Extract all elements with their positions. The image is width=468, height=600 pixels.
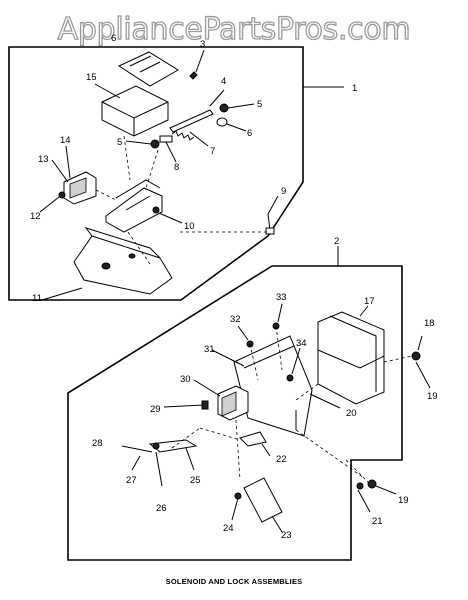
callout-24: 24	[223, 523, 234, 534]
callout-20: 20	[346, 408, 357, 419]
callout-27: 27	[126, 475, 137, 486]
callout-17: 17	[364, 296, 375, 307]
callout-7: 7	[210, 146, 215, 157]
callout-5: 5	[257, 99, 262, 110]
callout-19: 19	[398, 495, 409, 506]
callout-32: 32	[230, 314, 241, 325]
callout-11: 11	[32, 293, 42, 304]
callout-5: 5	[117, 137, 122, 148]
upper-assembly-outline	[8, 46, 304, 301]
callout-2: 2	[334, 236, 339, 247]
diagram-caption: SOLENOID AND LOCK ASSEMBLIES	[165, 577, 303, 586]
callout-25: 25	[190, 475, 201, 486]
callout-9: 9	[281, 186, 286, 197]
callout-3: 3	[200, 39, 205, 50]
callout-28: 28	[92, 438, 103, 449]
callout-21: 21	[372, 516, 383, 527]
callout-1: 1	[352, 83, 357, 94]
callout-8: 8	[174, 162, 179, 173]
callout-4: 4	[221, 76, 226, 87]
watermark: AppliancePartsPros.com	[57, 11, 411, 47]
callout-30: 30	[180, 374, 191, 385]
callout-labels: 1 2 3 4 5 5 6 6 7 8 9 10 11 12 13 14 15 …	[30, 33, 438, 541]
callout-15: 15	[86, 72, 97, 83]
lower-assembly-outline	[67, 265, 403, 561]
callout-6: 6	[247, 128, 252, 139]
callout-18: 18	[424, 318, 435, 329]
callout-19: 19	[427, 391, 438, 402]
callout-12: 12	[30, 211, 41, 222]
callout-26: 26	[156, 503, 167, 514]
callout-6: 6	[111, 33, 116, 44]
callout-22: 22	[276, 454, 287, 465]
callout-34: 34	[296, 338, 307, 349]
callout-31: 31	[204, 344, 215, 355]
upper-parts	[39, 49, 344, 301]
callout-10: 10	[184, 221, 195, 232]
callout-14: 14	[60, 135, 71, 146]
callout-29: 29	[150, 404, 161, 415]
callout-13: 13	[38, 154, 49, 165]
callout-23: 23	[281, 530, 292, 541]
callout-33: 33	[276, 292, 287, 303]
lower-parts	[121, 246, 431, 533]
